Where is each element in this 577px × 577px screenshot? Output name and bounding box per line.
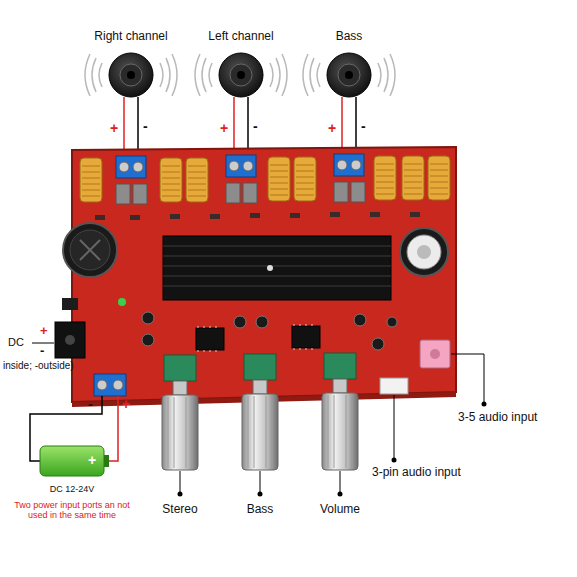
- polarity-mark: -: [88, 396, 93, 412]
- knobs: [162, 379, 358, 470]
- dc-jack-hole: [65, 335, 75, 345]
- audio-jack-hole: [430, 349, 440, 359]
- knob-leader: [340, 471, 341, 494]
- leader-dot: [258, 492, 263, 497]
- leader-dot: [178, 492, 183, 497]
- polarity-mark: -: [361, 118, 366, 134]
- knob-leader: [260, 471, 261, 494]
- polarity-mark: +: [40, 324, 48, 339]
- heatsink-screw: [267, 265, 273, 271]
- battery-mark: +: [88, 452, 96, 468]
- polarity-mark: -: [253, 118, 258, 134]
- power-terminal: [94, 374, 126, 396]
- opamp-chips: [196, 324, 320, 352]
- three-pin-connector: [380, 378, 408, 394]
- small-capacitors: [142, 312, 397, 350]
- terminal-screw: [97, 380, 107, 390]
- channel-label: Bass: [336, 30, 363, 44]
- polarity-mark: +: [122, 396, 130, 412]
- electrolytic-capacitors: [63, 223, 448, 277]
- speaker-terminals: [116, 154, 364, 178]
- dc-label: DC: [8, 336, 24, 349]
- polarity-mark: +: [110, 120, 118, 136]
- polarity-mark: -: [40, 344, 44, 359]
- leader-dot: [482, 402, 487, 407]
- leader-dot: [338, 492, 343, 497]
- leader-dot: [392, 458, 397, 463]
- smd-parts: [95, 212, 420, 220]
- heatsink-fins: [163, 246, 391, 286]
- potentiometers: [164, 353, 356, 381]
- knob-label: Stereo: [162, 503, 197, 517]
- warning-note: Two power input ports an not used in the…: [7, 500, 137, 521]
- channel-label: Right channel: [94, 30, 167, 44]
- connector-label: 3-5 audio input: [458, 411, 537, 425]
- three-pin-leader: [394, 395, 395, 460]
- battery-body: [40, 446, 104, 476]
- speaker-icons: [85, 54, 395, 96]
- polarity-mark: -: [143, 118, 148, 134]
- audio-jack: [420, 340, 450, 368]
- knob-leader: [180, 471, 181, 494]
- diode: [62, 298, 78, 310]
- film-capacitors: [116, 182, 365, 204]
- channel-label: Left channel: [208, 30, 273, 44]
- power-led: [118, 298, 126, 306]
- battery-tip: [104, 455, 109, 467]
- polarity-note: inside; -outside): [3, 360, 74, 372]
- connector-label: 3-pin audio input: [372, 466, 461, 480]
- battery-wire-positive: [108, 396, 118, 461]
- polarity-mark: +: [220, 120, 228, 136]
- polarity-mark: +: [328, 120, 336, 136]
- heatsink: [163, 236, 391, 300]
- knob-ridges: [168, 395, 352, 468]
- speaker-cones: [109, 53, 371, 97]
- pcb-board: [72, 147, 456, 402]
- dc-jack: [55, 322, 85, 358]
- knob-label: Volume: [320, 503, 360, 517]
- voltage-label: DC 12-24V: [50, 484, 95, 494]
- audio-jack-leader: [451, 354, 484, 404]
- knob-label: Bass: [247, 503, 274, 517]
- terminal-screw: [113, 380, 123, 390]
